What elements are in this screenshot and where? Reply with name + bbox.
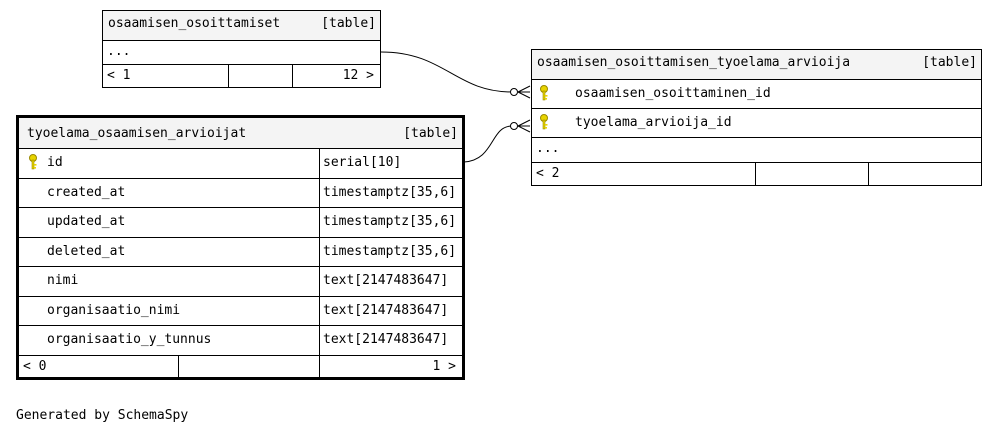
- table-header: tyoelama_osaamisen_arvioijat [table]: [19, 118, 462, 149]
- parents-count[interactable]: < 1: [107, 68, 131, 83]
- column-type: serial[10]: [319, 149, 462, 178]
- children-count[interactable]: 1 >: [432, 358, 456, 374]
- footer-middle-cell: [755, 163, 868, 185]
- column-row[interactable]: osaamisen_osoittaminen_id: [532, 80, 981, 109]
- column-type: text[2147483647]: [319, 326, 462, 355]
- edge-optional-marker-2: [510, 122, 518, 130]
- column-name: organisaatio_nimi: [47, 302, 181, 318]
- table-osaamisen-osoittamiset[interactable]: osaamisen_osoittamiset [table] ... < 1 1…: [102, 10, 381, 88]
- column-row[interactable]: updated_at timestamptz[35,6]: [19, 208, 462, 238]
- collapsed-columns-row: ...: [532, 138, 981, 163]
- table-name: osaamisen_osoittamisen_tyoelama_arvioija: [537, 55, 851, 70]
- parents-count[interactable]: < 2: [536, 166, 560, 181]
- primary-key-icon: [540, 114, 548, 130]
- column-type: timestamptz[35,6]: [319, 208, 462, 237]
- footer-middle-cell: [228, 65, 292, 87]
- ellipsis: ...: [536, 141, 560, 156]
- column-row[interactable]: tyoelama_arvioija_id: [532, 109, 981, 138]
- ellipsis: ...: [107, 44, 131, 59]
- column-row[interactable]: created_at timestamptz[35,6]: [19, 178, 462, 208]
- parents-count[interactable]: < 0: [23, 358, 47, 374]
- column-name: osaamisen_osoittaminen_id: [575, 86, 771, 101]
- column-name: id: [47, 155, 63, 170]
- table-footer: < 0 1 >: [19, 355, 462, 380]
- collapsed-columns-row: ...: [103, 41, 380, 65]
- footer-children-cell: 12 >: [292, 65, 380, 87]
- table-type-tag: [table]: [922, 55, 977, 70]
- table-type-tag: [table]: [403, 126, 458, 141]
- table-name: osaamisen_osoittamiset: [108, 16, 281, 31]
- children-count[interactable]: 12 >: [342, 68, 374, 83]
- edge-optional-marker-1: [510, 88, 518, 96]
- column-row[interactable]: organisaatio_y_tunnus text[2147483647]: [19, 326, 462, 356]
- column-name: deleted_at: [47, 243, 126, 259]
- footer-middle-cell: [178, 355, 319, 380]
- table-footer: < 2: [532, 163, 981, 185]
- footer-parents-cell: < 2: [532, 163, 755, 185]
- column-name: updated_at: [47, 214, 126, 229]
- primary-key-icon: [29, 154, 37, 170]
- edge-crowsfoot-2: [517, 119, 531, 133]
- footer-children-cell: 1 >: [319, 355, 462, 380]
- column-name: organisaatio_y_tunnus: [47, 332, 212, 347]
- footer-children-cell: [868, 163, 981, 185]
- table-osaamisen-osoittamisen-tyoelama-arvioija[interactable]: osaamisen_osoittamisen_tyoelama_arvioija…: [531, 49, 982, 186]
- column-row[interactable]: id serial[10]: [19, 149, 462, 179]
- table-tyoelama-osaamisen-arvioijat[interactable]: tyoelama_osaamisen_arvioijat [table] id …: [16, 115, 465, 380]
- column-name: created_at: [47, 184, 126, 200]
- column-type: timestamptz[35,6]: [319, 237, 462, 266]
- generator-credit: Generated by SchemaSpy: [16, 408, 189, 423]
- column-type: text[2147483647]: [319, 267, 462, 296]
- table-name: tyoelama_osaamisen_arvioijat: [27, 126, 247, 141]
- edge-arvioijat-to-link: [463, 125, 513, 163]
- table-header: osaamisen_osoittamiset [table]: [103, 11, 380, 41]
- table-header: osaamisen_osoittamisen_tyoelama_arvioija…: [532, 50, 981, 80]
- edge-crowsfoot-1: [517, 85, 531, 99]
- column-row[interactable]: nimi text[2147483647]: [19, 267, 462, 297]
- column-row[interactable]: organisaatio_nimi text[2147483647]: [19, 296, 462, 326]
- table-footer: < 1 12 >: [103, 65, 380, 87]
- edge-osoittamiset-to-link: [380, 51, 513, 93]
- table-type-tag: [table]: [321, 16, 376, 31]
- column-name: nimi: [47, 273, 79, 288]
- column-type: timestamptz[35,6]: [319, 178, 462, 207]
- footer-parents-cell: < 1: [103, 65, 228, 87]
- column-name: tyoelama_arvioija_id: [575, 115, 732, 130]
- column-type: text[2147483647]: [319, 296, 462, 325]
- footer-parents-cell: < 0: [19, 356, 178, 380]
- column-row[interactable]: deleted_at timestamptz[35,6]: [19, 237, 462, 267]
- primary-key-icon: [540, 85, 548, 101]
